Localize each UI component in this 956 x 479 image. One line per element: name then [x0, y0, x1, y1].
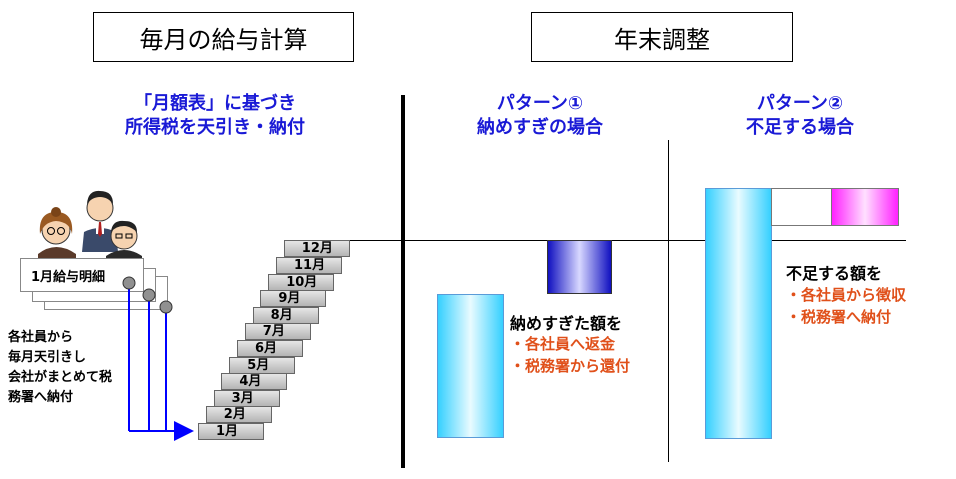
payslip-label: 1月給与明細	[31, 269, 106, 285]
month-step	[252, 306, 319, 324]
pattern2-heading-line2: 不足する場合	[746, 117, 854, 138]
month-step	[221, 373, 288, 391]
year-end-title: 年末調整	[614, 25, 710, 54]
month-step	[268, 273, 335, 291]
month-step-label: 6月	[255, 341, 278, 356]
note-line-4: 務署へ納付	[8, 390, 74, 405]
pattern2-paid-bar	[705, 188, 772, 439]
pattern1-paid-bar	[437, 294, 504, 438]
month-step	[205, 406, 272, 424]
pattern2-item-1: ・各社員から徴収	[786, 286, 907, 304]
year-end-title-box: 年末調整	[531, 12, 793, 62]
monthly-note: 各社員から 毎月天引きし 会社がまとめて税 務署へ納付	[8, 328, 112, 408]
monthly-heading-line2: 所得税を天引き・納付	[125, 117, 305, 138]
note-line-3: 会社がまとめて税	[8, 370, 113, 385]
month-step-label: 9月	[278, 291, 301, 307]
month-step-label: 11月	[294, 258, 326, 273]
baseline	[350, 240, 906, 241]
pattern1-heading-line2: 納めすぎの場合	[477, 117, 603, 138]
pattern1-caption: 納めすぎた額を	[510, 314, 623, 333]
section-divider	[401, 95, 405, 468]
pattern1-heading: パターン① 納めすぎの場合	[440, 92, 640, 140]
pattern2-shortfall-bar	[831, 188, 899, 226]
monthly-heading-line1: 「月額表」に基づき	[134, 93, 296, 114]
office-workers-illustration	[38, 190, 142, 268]
pattern2-heading-line1: パターン②	[756, 93, 844, 114]
monthly-title: 毎月の給与計算	[139, 25, 308, 54]
month-step-label: 4月	[239, 374, 262, 390]
month-step	[283, 240, 350, 258]
month-step	[260, 290, 327, 308]
worker-back-icon	[82, 190, 118, 252]
month-step	[198, 423, 264, 440]
month-step-label: 10月	[286, 274, 318, 290]
month-step-label: 1月	[216, 424, 239, 439]
month-step-label: 2月	[223, 407, 246, 423]
pattern2-gap-bar	[771, 188, 832, 226]
note-line-2: 毎月天引きし	[8, 350, 87, 365]
monthly-heading: 「月額表」に基づき 所得税を天引き・納付	[100, 92, 330, 140]
pattern2-item-2: ・税務署へ納付	[786, 308, 892, 326]
month-step	[276, 257, 342, 274]
month-step-label: 8月	[270, 307, 293, 323]
pattern1-item-2: ・税務署から還付	[510, 357, 631, 375]
pattern1-item-1: ・各社員へ返金	[510, 335, 616, 353]
month-step-label: 7月	[262, 324, 285, 340]
pattern1-heading-line1: パターン①	[496, 93, 584, 114]
monthly-title-box: 毎月の給与計算	[93, 12, 354, 62]
month-step	[237, 340, 303, 357]
pattern-divider	[668, 140, 669, 462]
month-step-label: 3月	[231, 390, 254, 406]
month-step	[244, 323, 311, 341]
month-step-label: 12月	[301, 241, 333, 257]
month-step	[213, 389, 280, 407]
month-step	[229, 356, 296, 374]
pattern1-overpaid-bar	[547, 240, 612, 294]
payslip-front: 1月給与明細	[20, 258, 144, 292]
month-step-label: 5月	[247, 357, 270, 373]
note-line-1: 各社員から	[8, 330, 74, 345]
pattern2-caption: 不足する額を	[786, 264, 883, 283]
pattern2-heading: パターン② 不足する場合	[700, 92, 900, 140]
